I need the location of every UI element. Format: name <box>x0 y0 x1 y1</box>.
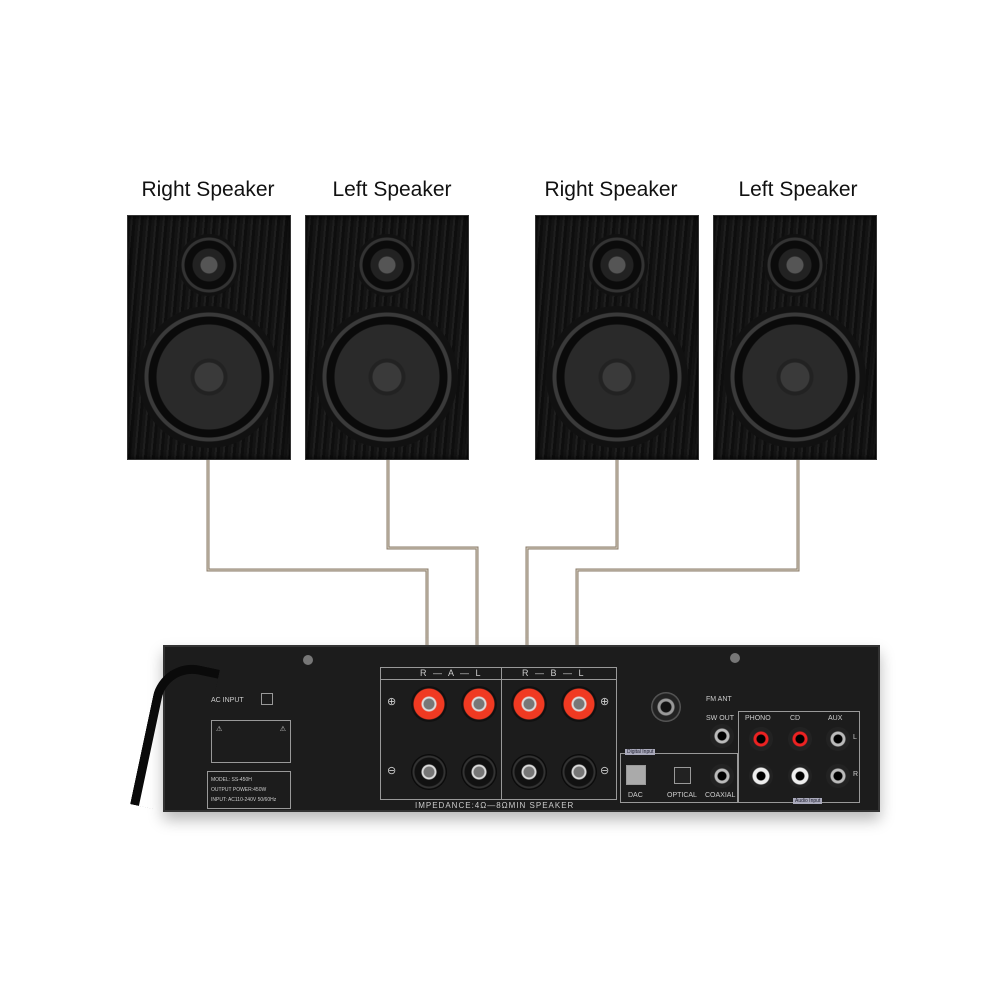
digital-input-panel <box>620 753 738 803</box>
terminal-a-left-positive[interactable] <box>461 686 497 722</box>
coaxial-label: COAXIAL <box>705 792 736 799</box>
ac-input-label: AC INPUT <box>211 697 244 704</box>
terminal-a-right-positive[interactable] <box>411 686 447 722</box>
plus-symbol: ⊕ <box>600 696 610 708</box>
cd-left-jack[interactable] <box>788 727 812 751</box>
optical-label: OPTICAL <box>667 792 697 799</box>
output-power-text: OUTPUT POWER:450W <box>211 787 267 793</box>
speaker-terminal-panel <box>380 667 617 800</box>
optical-port[interactable] <box>674 767 691 784</box>
terminal-a-right-negative[interactable] <box>411 754 447 790</box>
woofer <box>546 306 688 448</box>
warning-label: ⚠⚠ <box>211 720 291 763</box>
plus-symbol: ⊕ <box>387 696 397 708</box>
screw <box>303 655 313 665</box>
sw-out-label: SW OUT <box>706 715 734 722</box>
woofer <box>316 306 458 448</box>
input-text: INPUT: AC110-240V 50/60Hz <box>211 797 277 803</box>
sw-out-jack[interactable] <box>710 724 734 748</box>
phono-right-jack[interactable] <box>749 764 773 788</box>
model-text: MODEL: SS-450H <box>211 777 252 783</box>
audio-input-label: Audio Input <box>793 798 823 804</box>
tweeter <box>764 234 826 296</box>
speaker-label-2: Left Speaker <box>332 178 452 201</box>
fm-antenna-jack[interactable] <box>651 692 681 722</box>
right-speaker-a <box>127 215 291 460</box>
left-channel-label: L <box>853 734 857 741</box>
woofer <box>724 306 866 448</box>
minus-symbol: ⊖ <box>600 765 610 777</box>
terminal-a-left-negative[interactable] <box>461 754 497 790</box>
screw <box>730 653 740 663</box>
dac-label: DAC <box>628 792 643 799</box>
left-speaker-b <box>713 215 877 460</box>
spec-label: MODEL: SS-450H OUTPUT POWER:450W INPUT: … <box>207 771 291 809</box>
fm-ant-label: FM ANT <box>706 696 732 703</box>
woofer <box>138 306 280 448</box>
aux-label: AUX <box>828 715 843 722</box>
speaker-label-3: Right Speaker <box>544 178 678 201</box>
ac-switch[interactable] <box>261 693 273 705</box>
group-b-label: R — B — L <box>522 668 586 678</box>
aux-right-jack[interactable] <box>826 764 850 788</box>
cd-label: CD <box>790 715 801 722</box>
terminal-b-right-positive[interactable] <box>511 686 547 722</box>
terminal-b-right-negative[interactable] <box>511 754 547 790</box>
amplifier-rear-panel: AC INPUT ⚠⚠ MODEL: SS-450H OUTPUT POWER:… <box>130 645 880 817</box>
minus-symbol: ⊖ <box>387 765 397 777</box>
right-speaker-b <box>535 215 699 460</box>
tweeter <box>178 234 240 296</box>
terminal-b-left-positive[interactable] <box>561 686 597 722</box>
aux-left-jack[interactable] <box>826 727 850 751</box>
tweeter <box>356 234 418 296</box>
audio-input-panel <box>738 711 860 803</box>
coaxial-jack[interactable] <box>710 764 734 788</box>
terminal-b-left-negative[interactable] <box>561 754 597 790</box>
group-a-label: R — A — L <box>420 668 483 678</box>
phono-label: PHONO <box>745 715 771 722</box>
tweeter <box>586 234 648 296</box>
digital-input-label: Digital Input <box>625 749 656 755</box>
cd-right-jack[interactable] <box>788 764 812 788</box>
left-speaker-a <box>305 215 469 460</box>
speaker-label-4: Left Speaker <box>738 178 858 201</box>
dac-usb-port[interactable] <box>626 765 646 785</box>
phono-left-jack[interactable] <box>749 727 773 751</box>
speaker-label-1: Right Speaker <box>141 178 275 201</box>
impedance-label: IMPEDANCE:4Ω—8ΩMIN SPEAKER <box>415 801 575 810</box>
right-channel-label: R <box>853 771 859 778</box>
